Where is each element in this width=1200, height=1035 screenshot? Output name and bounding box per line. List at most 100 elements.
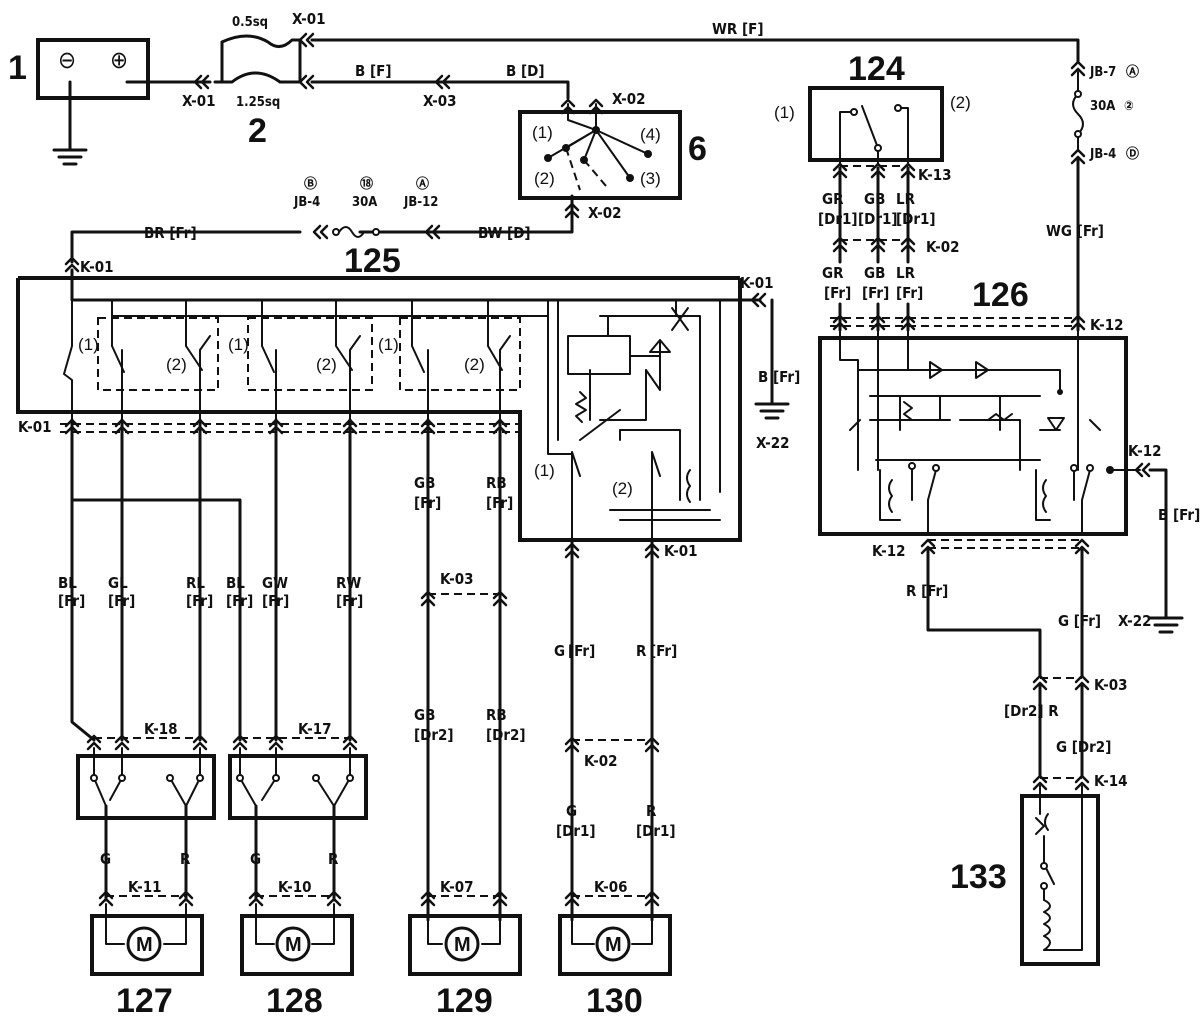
wire-out-gl: GL (108, 574, 128, 592)
motor-129-icon: M (454, 934, 471, 956)
master-pin-d2: (2) (612, 479, 633, 498)
motor-130-icon: M (605, 934, 622, 956)
connector-k01-bottom-left: K-01 (18, 418, 52, 436)
battery: 1 ⊖ ⊕ (8, 38, 212, 166)
wire-b-fr-right: B [Fr] (1158, 506, 1200, 524)
wire-out-rl-harness: [Fr] (186, 592, 213, 610)
door-lock-switch: 124 (1) (2) K-13 GR [Dr1] GB [Dr1] LR [D… (774, 50, 971, 332)
fuse-main-to: JB-12 (403, 195, 438, 210)
wire-rear-rb-harness: [Dr2] (486, 726, 526, 744)
master-switch-number: 125 (344, 242, 401, 280)
wire-lock-lr-fr: LR (896, 264, 916, 282)
connector-k13: K-13 (918, 166, 952, 184)
wire-out-gw-harness: [Fr] (262, 592, 289, 610)
wire-motor127-r: R (180, 850, 191, 868)
connector-k02-mid: K-02 (584, 752, 618, 770)
ignition-pin-1: (1) (532, 123, 553, 142)
wire-driver-r-fr: R (636, 642, 647, 660)
ground-x22-left: X-22 (756, 434, 790, 452)
connector-x01-bottom: X-01 (182, 92, 216, 110)
wire-relay-r-dr2: [Dr2] R (1004, 702, 1059, 720)
wire-out-gb-harness: [Fr] (414, 494, 441, 512)
connector-k01-right: K-01 (740, 274, 774, 292)
motor-128-number: 128 (266, 982, 323, 1020)
wire-lock-lr-dr1-harness: [Dr1] (896, 210, 936, 228)
wire-out-rb: RB (486, 474, 507, 492)
lock-fuse: JB-7 Ⓐ 30A ② JB-4 Ⓓ WG [Fr] (1046, 60, 1139, 332)
ignition-switch: X-02 (1) (4) (2) (3) 6 X-02 (438, 90, 707, 234)
connector-k03-left: K-03 (440, 570, 474, 588)
master-pin-b2: (2) (316, 355, 337, 374)
wire-driver-r-dr1-harness: [Dr1] (636, 822, 676, 840)
motor-127-icon: M (136, 934, 153, 956)
fuse-lock-rating: 30A (1090, 99, 1115, 114)
battery-minus-icon: ⊖ (58, 46, 76, 74)
door-lock-relay-number: 126 (972, 276, 1029, 314)
connector-k12-bottom: K-12 (872, 542, 906, 560)
wire-driver-g-dr1: G (566, 802, 577, 820)
wire-lock-gr-fr-harness: [Fr] (824, 284, 851, 302)
fuse-lock-from: JB-7 (1089, 65, 1116, 80)
connector-k12-right: K-12 (1128, 442, 1162, 460)
motor-130-number: 130 (586, 982, 643, 1020)
motor-127-number: 127 (116, 982, 173, 1020)
door-lock-actuator-number: 133 (950, 858, 1007, 896)
wire-out-rb-harness: [Fr] (486, 494, 513, 512)
connector-k07: K-07 (440, 878, 474, 896)
ground-x22-right: X-22 (1118, 612, 1152, 630)
wire-rear-rb: RB (486, 706, 507, 724)
door-switch-k18: K-18 G R (76, 720, 216, 902)
wire-lock-gb-fr: GB (864, 264, 885, 282)
fuse-lock-to-mark: Ⓓ (1126, 146, 1139, 162)
wire-out-gw: GW (262, 574, 288, 592)
connector-k12-top: K-12 (1090, 316, 1124, 334)
lock-switch-pin-2: (2) (950, 93, 971, 112)
door-lock-actuator: K-03 [Dr2] R G [Dr2] K-14 133 (950, 674, 1128, 966)
motor-130: K-06 M 130 (558, 878, 672, 1020)
connector-x01-top: X-01 (292, 10, 326, 28)
door-switch-k17: K-17 G R (228, 720, 368, 902)
ignition-pin-3: (3) (640, 169, 661, 188)
ignition-switch-number: 6 (688, 130, 707, 168)
wire-lock-gr-dr1-harness: [Dr1] (818, 210, 858, 228)
connector-k14: K-14 (1094, 772, 1128, 790)
connector-k01-top: K-01 (80, 258, 114, 276)
fuse-main-from-mark: Ⓑ (304, 176, 317, 192)
wire-relay-g-dr2: G [Dr2] (1056, 738, 1111, 756)
wire-rear-gb-harness: [Dr2] (414, 726, 454, 744)
wire-lock-lr-dr1: LR (896, 190, 916, 208)
master-output-wires: BL [Fr] GL [Fr] RL [Fr] BL [Fr] GW [Fr] … (58, 418, 677, 922)
connector-k01-bottom-right: K-01 (664, 542, 698, 560)
main-fuse: BW [D] BR [Fr] Ⓑ JB-4 ⑱ 30A Ⓐ JB-12 125 (70, 176, 531, 280)
wire-lock-lr-fr-harness: [Fr] (896, 284, 923, 302)
wire-driver-g-fr-harness: [Fr] (568, 642, 595, 660)
wire-driver-r-dr1: R (646, 802, 657, 820)
fusible-link: 0.5sq 1.25sq 2 (213, 15, 315, 150)
fuse-main-to-mark: Ⓐ (416, 176, 429, 192)
wire-out-gb: GB (414, 474, 435, 492)
power-window-master-switch: K-01 K-01 B [Fr] X-22 (1) (2) (1) (2) (1… (16, 256, 800, 560)
wire-motor128-r: R (328, 850, 339, 868)
connector-k02-top: K-02 (926, 238, 960, 256)
battery-plus-icon: ⊕ (110, 46, 128, 74)
connector-x02-bottom: X-02 (588, 204, 622, 222)
connector-k18: K-18 (144, 720, 178, 738)
wire-out-bl-2-harness: [Fr] (226, 592, 253, 610)
lock-switch-pin-1: (1) (774, 103, 795, 122)
wire-b-d: B [D] (506, 62, 545, 80)
fusible-link-number: 2 (248, 112, 267, 150)
connector-k10: K-10 (278, 878, 312, 896)
connector-x02-top: X-02 (612, 90, 646, 108)
wire-lock-gr-fr: GR (822, 264, 844, 282)
master-pin-c1: (1) (378, 335, 399, 354)
connector-k17: K-17 (298, 720, 332, 738)
master-pin-d1: (1) (534, 461, 555, 480)
door-lock-switch-number: 124 (848, 50, 905, 88)
wire-lock-gb-dr1: GB (864, 190, 885, 208)
wire-out-rw-harness: [Fr] (336, 592, 363, 610)
connector-k06: K-06 (594, 878, 628, 896)
motor-127: K-11 M 127 (90, 878, 204, 1020)
fusible-link-thin-label: 0.5sq (232, 15, 268, 30)
wire-relay-r-fr: R [Fr] (906, 582, 948, 600)
